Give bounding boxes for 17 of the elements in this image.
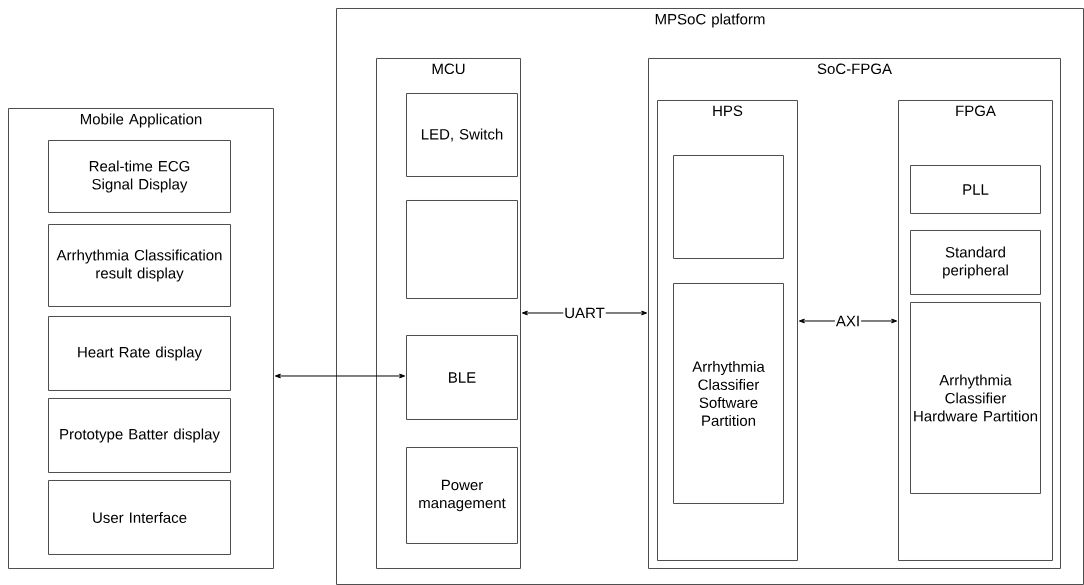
component-box: User Interface: [48, 480, 231, 555]
component-box: Standard peripheral: [910, 230, 1041, 295]
component-box: PLL: [910, 165, 1041, 214]
component-box: Prototype Batter display: [48, 398, 231, 473]
component-box: Heart Rate display: [48, 316, 231, 391]
edge-label: UART: [563, 306, 606, 320]
arrow: [274, 373, 406, 379]
component-box: LED, Switch: [406, 93, 518, 177]
blank-box: [673, 155, 784, 259]
component-box: Arrhythmia Classification result display: [48, 224, 231, 307]
component-box: Arrhythmia Classifier Hardware Partition: [910, 302, 1041, 494]
component-box: Arrhythmia Classifier Software Partition: [673, 283, 784, 504]
component-box: Power management: [406, 447, 518, 544]
component-box: Real-time ECG Signal Display: [48, 140, 231, 213]
edge-label: AXI: [834, 314, 862, 328]
component-box: BLE: [406, 335, 518, 420]
blank-box: [406, 200, 518, 299]
